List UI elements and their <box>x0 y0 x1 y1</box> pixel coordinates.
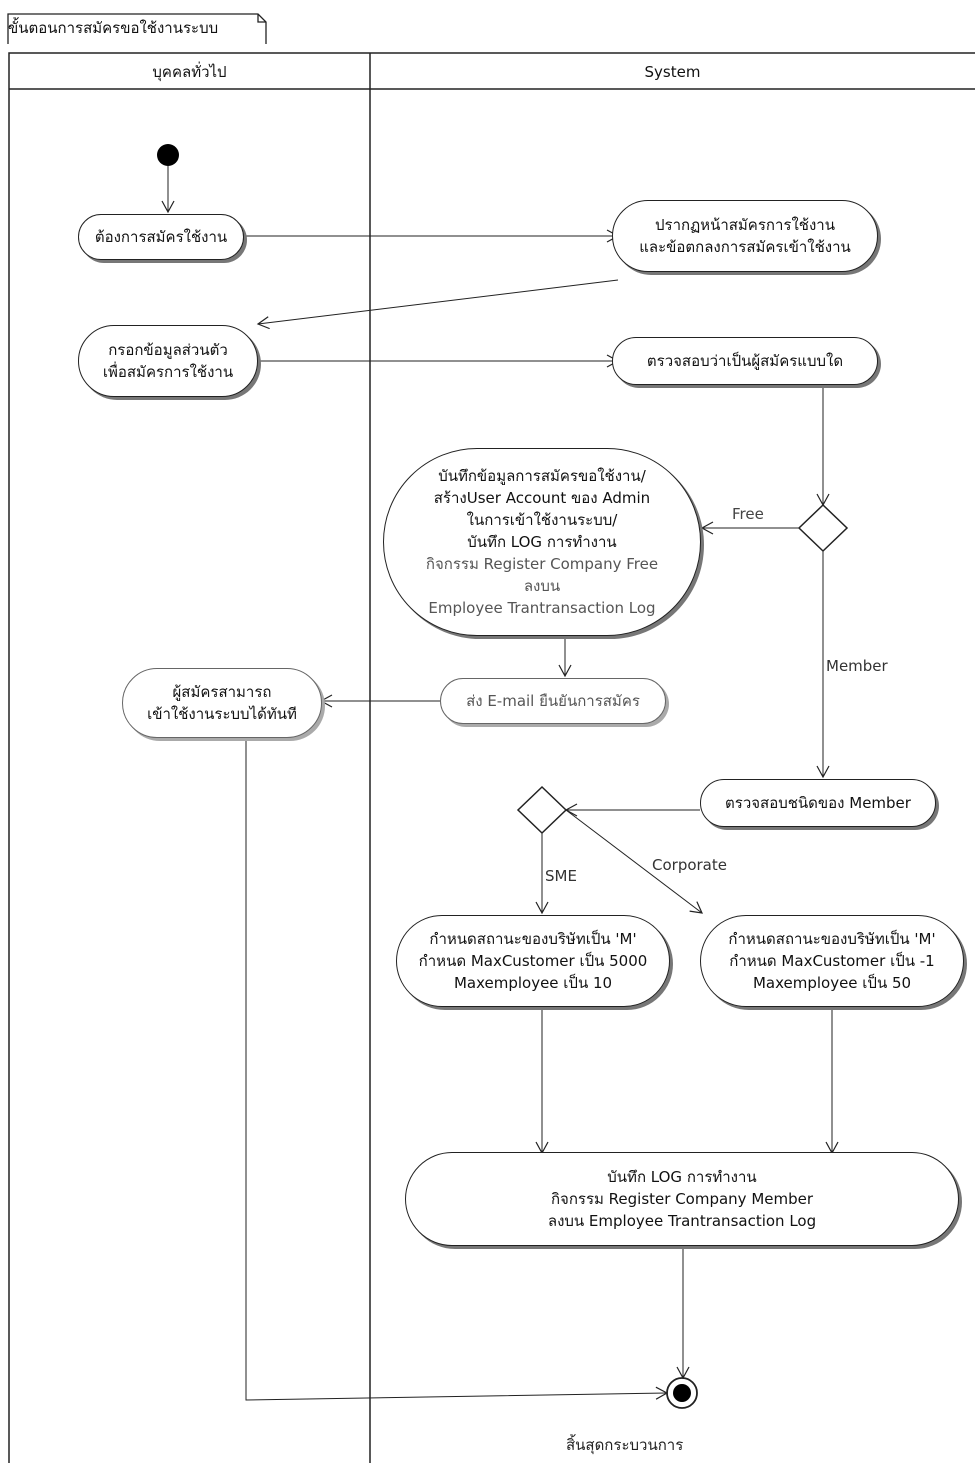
lane-header-public: บุคคลทั่วไป <box>152 63 227 81</box>
guard-member: Member <box>826 657 888 675</box>
flow-canuse-to-final <box>245 723 669 1401</box>
activity-line: ตรวจสอบชนิดของ Member <box>725 794 911 812</box>
activity-line: ตรวจสอบว่าเป็นผู้สมัครแบบใด <box>646 352 844 370</box>
activity-fill-info: กรอกข้อมูลส่วนตัว เพื่อสมัครการใช้งาน <box>78 325 258 397</box>
activity-line: บันทึก LOG การทำงาน <box>467 533 617 551</box>
activity-line: ผู้สมัครสามารถ <box>172 683 272 701</box>
activity-line: กำหนด MaxCustomer เป็น 5000 <box>418 952 648 970</box>
decision-member-type <box>516 785 568 835</box>
activity-line: กิจกรรม Register Company Free <box>425 555 659 573</box>
swimlane-frame <box>8 52 975 1463</box>
activity-line: และข้อตกลงการสมัครเข้าใช้งาน <box>639 238 851 256</box>
activity-line: กำหนดสถานะของบริษัทเป็น 'M' <box>728 930 936 948</box>
guard-free: Free <box>732 505 764 523</box>
activity-want-register: ต้องการสมัครใช้งาน <box>78 214 244 260</box>
activity-can-use: ผู้สมัครสามารถ เข้าใช้งานระบบได้ทันที <box>122 668 322 738</box>
activity-line: กรอกข้อมูลส่วนตัว <box>108 341 228 359</box>
activity-show-terms: ปรากฏหน้าสมัครการใช้งาน และข้อตกลงการสมั… <box>612 200 878 272</box>
activity-line: Maxemployee เป็น 10 <box>453 974 613 992</box>
activity-save-free: บันทึกข้อมูลการสมัครขอใช้งาน/ สร้างUser … <box>383 448 701 636</box>
activity-line: เพื่อสมัครการใช้งาน <box>102 363 234 381</box>
lane-header-system: System <box>644 63 701 81</box>
initial-node <box>157 144 179 166</box>
activity-line: บันทึก LOG การทำงาน <box>607 1168 757 1186</box>
activity-line: Maxemployee เป็น 50 <box>752 974 912 992</box>
activity-check-type: ตรวจสอบว่าเป็นผู้สมัครแบบใด <box>612 337 878 385</box>
activity-save-member: บันทึก LOG การทำงาน กิจกรรม Register Com… <box>405 1152 959 1246</box>
activity-line: ส่ง E-mail ยืนยันการสมัคร <box>466 692 640 710</box>
activity-line: Employee Trantransaction Log <box>428 599 656 617</box>
activity-line: กิจกรรม Register Company Member <box>550 1190 814 1208</box>
activity-line: ลงบน <box>523 577 561 595</box>
diagram-title: ขั้นตอนการสมัครขอใช้งานระบบ <box>8 19 219 37</box>
activity-set-sme: กำหนดสถานะของบริษัทเป็น 'M' กำหนด MaxCus… <box>396 915 670 1007</box>
activity-line: ในการเข้าใช้งานระบบ/ <box>466 511 618 529</box>
activity-line: เข้าใช้งานระบบได้ทันที <box>147 705 297 723</box>
activity-line: บันทึกข้อมูลการสมัครขอใช้งาน/ <box>438 467 646 485</box>
activity-line: กำหนด MaxCustomer เป็น -1 <box>729 952 935 970</box>
activity-set-corporate: กำหนดสถานะของบริษัทเป็น 'M' กำหนด MaxCus… <box>700 915 964 1007</box>
title-tab-corner <box>257 14 266 23</box>
guard-sme: SME <box>545 867 577 885</box>
activity-line: ต้องการสมัครใช้งาน <box>94 228 228 246</box>
activity-send-email: ส่ง E-mail ยืนยันการสมัคร <box>440 678 666 724</box>
activity-line: กำหนดสถานะของบริษัทเป็น 'M' <box>429 930 637 948</box>
final-node-label: สิ้นสุดกระบวนการ <box>566 1436 684 1454</box>
decision-free-or-member <box>797 503 849 553</box>
final-node-inner <box>673 1384 691 1402</box>
activity-line: สร้างUser Account ของ Admin <box>433 489 651 507</box>
activity-line: ลงบน Employee Trantransaction Log <box>547 1212 817 1230</box>
flow-terms-to-fill <box>256 279 619 330</box>
guard-corporate: Corporate <box>652 856 727 874</box>
activity-line: ปรากฏหน้าสมัครการใช้งาน <box>655 216 835 234</box>
activity-check-member: ตรวจสอบชนิดของ Member <box>700 779 936 827</box>
flow-decision-corporate <box>565 809 703 914</box>
